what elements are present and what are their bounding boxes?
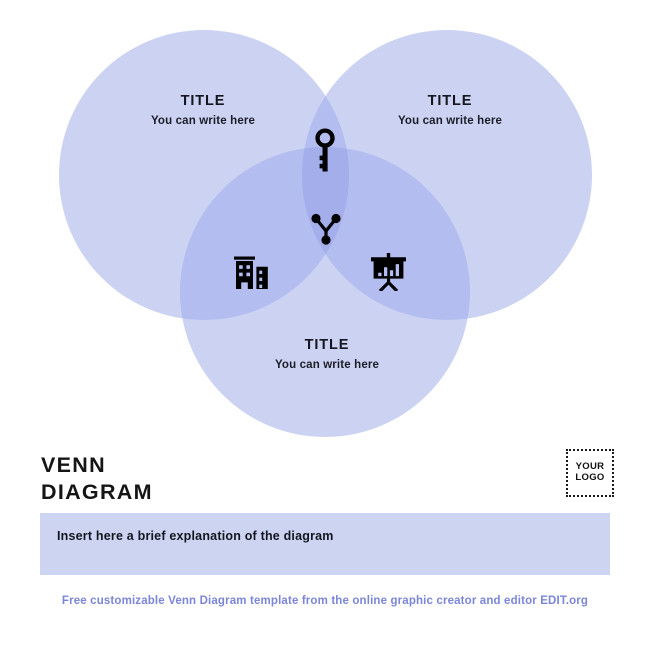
network-node-icon [308,211,344,247]
logo-placeholder[interactable]: YOUR LOGO [566,449,614,497]
document-title-line1: VENN [41,453,106,477]
venn-circles-svg [59,30,592,437]
presentation-chart-icon [369,253,409,291]
key-icon [311,128,339,172]
venn-diagram: TITLE You can write here TITLE You can w… [59,30,592,437]
logo-line2: LOGO [575,472,605,483]
explanation-textbox[interactable]: Insert here a brief explanation of the d… [40,513,610,575]
document-title: VENN DIAGRAM [41,452,341,506]
footer-credit: Free customizable Venn Diagram template … [61,595,589,607]
office-building-icon [233,253,271,289]
explanation-text: Insert here a brief explanation of the d… [57,529,334,543]
document-title-line2: DIAGRAM [41,479,153,504]
logo-line1: YOUR [575,461,605,473]
